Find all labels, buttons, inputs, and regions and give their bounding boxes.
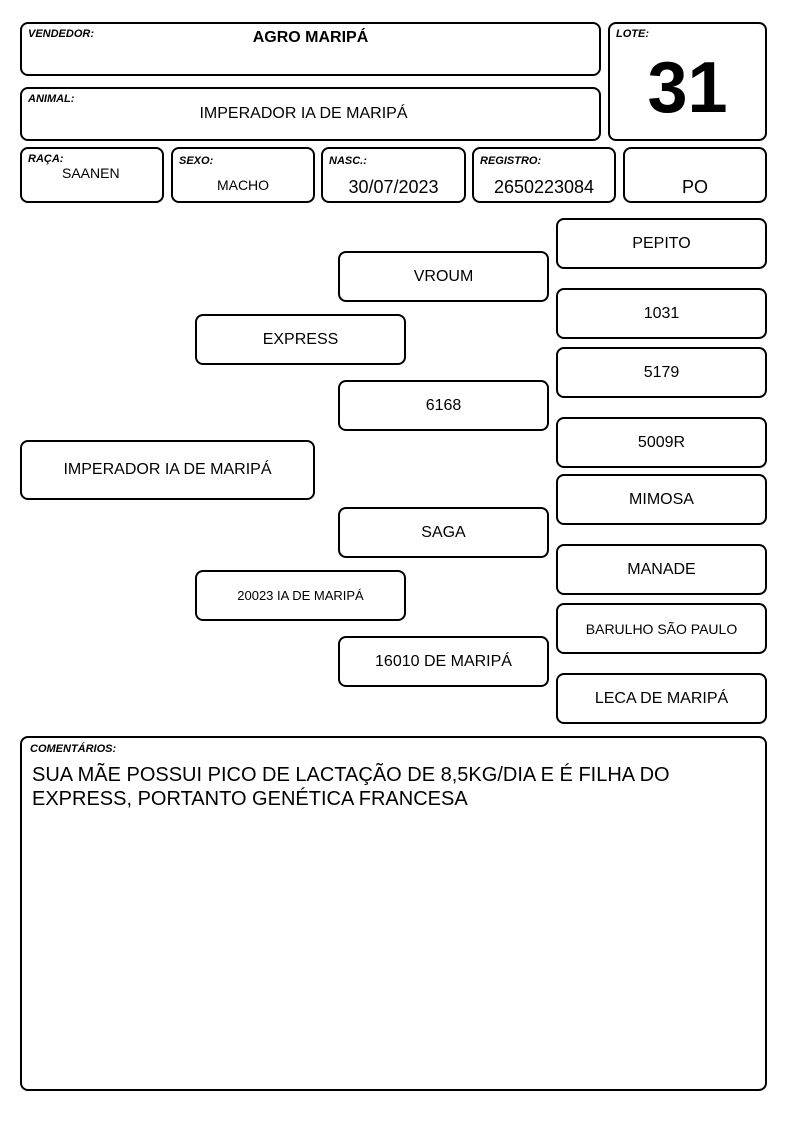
pedigree-bisavo-8: LECA DE MARIPÁ <box>556 673 767 724</box>
registro-value: 2650223084 <box>493 177 595 197</box>
raca-label: RAÇA: <box>28 153 64 165</box>
pedigree-bisavo-4: 5009R <box>556 417 767 468</box>
pedigree-bisavo-5: MIMOSA <box>556 474 767 525</box>
vendedor-label: VENDEDOR: <box>28 28 95 40</box>
nasc-label: NASC.: <box>329 155 367 167</box>
vendedor-value: AGRO MARIPÁ <box>252 29 369 46</box>
comentarios-label: COMENTÁRIOS: <box>30 743 117 755</box>
categoria-value: PO <box>681 177 708 197</box>
nasc-box: NASC.: 30/07/2023 <box>321 147 466 203</box>
sexo-box: SEXO: MACHO <box>171 147 315 203</box>
vendedor-box: VENDEDOR: AGRO MARIPÁ <box>20 22 601 76</box>
nasc-value: 30/07/2023 <box>348 177 439 197</box>
pedigree-avo-paterno: VROUM <box>338 251 549 302</box>
raca-box: RAÇA: SAANEN <box>20 147 164 203</box>
animal-label: ANIMAL: <box>28 93 75 105</box>
animal-value: IMPERADOR IA DE MARIPÁ <box>199 105 408 122</box>
categoria-box: PO <box>623 147 767 203</box>
pedigree-bisavo-3: 5179 <box>556 347 767 398</box>
comentarios-box: COMENTÁRIOS: SUA MÃE POSSUI PICO DE LACT… <box>20 736 767 1091</box>
lote-box: LOTE: 31 <box>608 22 767 141</box>
pedigree-avo-materna: 16010 DE MARIPÁ <box>338 636 549 687</box>
pedigree-avo-paterna: 6168 <box>338 380 549 431</box>
sexo-value: MACHO <box>216 177 270 193</box>
pedigree-bisavo-6: MANADE <box>556 544 767 595</box>
lote-label: LOTE: <box>616 28 649 40</box>
pedigree-bisavo-1: PEPITO <box>556 218 767 269</box>
pedigree-animal: IMPERADOR IA DE MARIPÁ <box>20 440 315 500</box>
animal-box: ANIMAL: IMPERADOR IA DE MARIPÁ <box>20 87 601 141</box>
registro-label: REGISTRO: <box>480 155 542 167</box>
lote-number: 31 <box>647 48 728 128</box>
pedigree-avo-materno: SAGA <box>338 507 549 558</box>
pedigree-bisavo-7: BARULHO SÃO PAULO <box>556 603 767 654</box>
registro-box: REGISTRO: 2650223084 <box>472 147 616 203</box>
raca-value: SAANEN <box>62 165 120 181</box>
sexo-label: SEXO: <box>179 155 214 167</box>
pedigree-bisavo-2: 1031 <box>556 288 767 339</box>
pedigree-pai: EXPRESS <box>195 314 406 365</box>
pedigree-mae: 20023 IA DE MARIPÁ <box>195 570 406 621</box>
comentarios-text: SUA MÃE POSSUI PICO DE LACTAÇÃO DE 8,5KG… <box>32 764 670 810</box>
